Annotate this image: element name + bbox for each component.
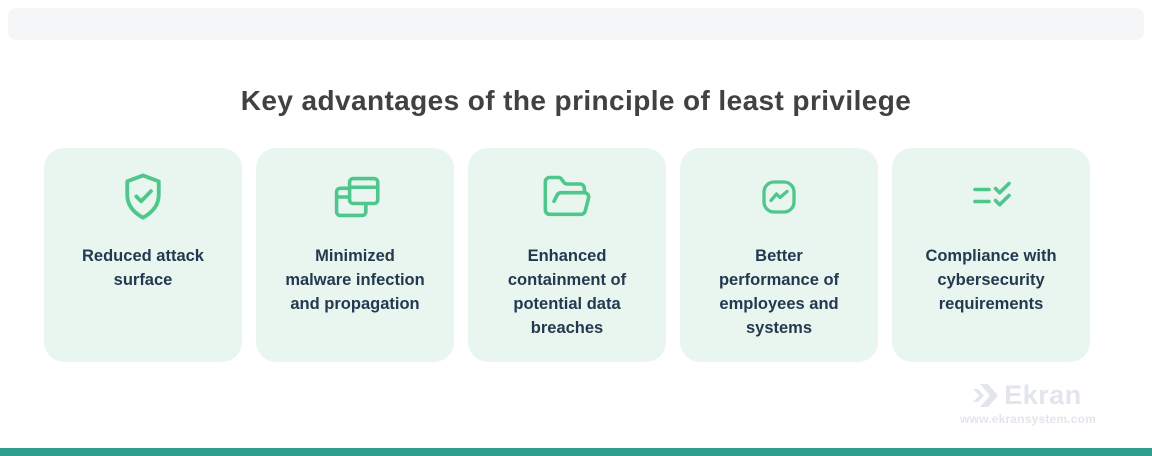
- shield-check-icon: [56, 166, 230, 228]
- page-title: Key advantages of the principle of least…: [240, 85, 912, 116]
- checklist-icon: [904, 166, 1078, 228]
- card-label: Better performance of employees and syst…: [718, 247, 840, 337]
- footer-accent-bar: [0, 448, 1152, 456]
- ekran-chevron-icon: [972, 382, 999, 409]
- card-reduced-attack-surface: Reduced attack surface: [44, 148, 242, 362]
- card-label: Compliance with cybersecurity requiremen…: [925, 247, 1057, 313]
- top-bar: [8, 8, 1144, 40]
- card-label: Reduced attack surface: [82, 247, 204, 289]
- card-minimized-malware: Minimized malware infection and propagat…: [256, 148, 454, 362]
- brand-website: www.ekransystem.com: [960, 412, 1097, 426]
- windows-overlap-icon: [268, 166, 442, 228]
- card-data-breach-containment: Enhanced containment of potential data b…: [468, 148, 666, 362]
- activity-chart-icon: [692, 166, 866, 228]
- advantage-cards: Reduced attack surface Minimized malware…: [44, 148, 1090, 362]
- brand-logo-text: Ekran: [1004, 380, 1082, 410]
- folder-open-icon: [480, 166, 654, 228]
- card-better-performance: Better performance of employees and syst…: [680, 148, 878, 362]
- card-label: Enhanced containment of potential data b…: [507, 247, 627, 337]
- card-compliance: Compliance with cybersecurity requiremen…: [892, 148, 1090, 362]
- brand-logo: Ekran www.ekransystem.com: [960, 380, 1097, 426]
- card-label: Minimized malware infection and propagat…: [285, 247, 425, 313]
